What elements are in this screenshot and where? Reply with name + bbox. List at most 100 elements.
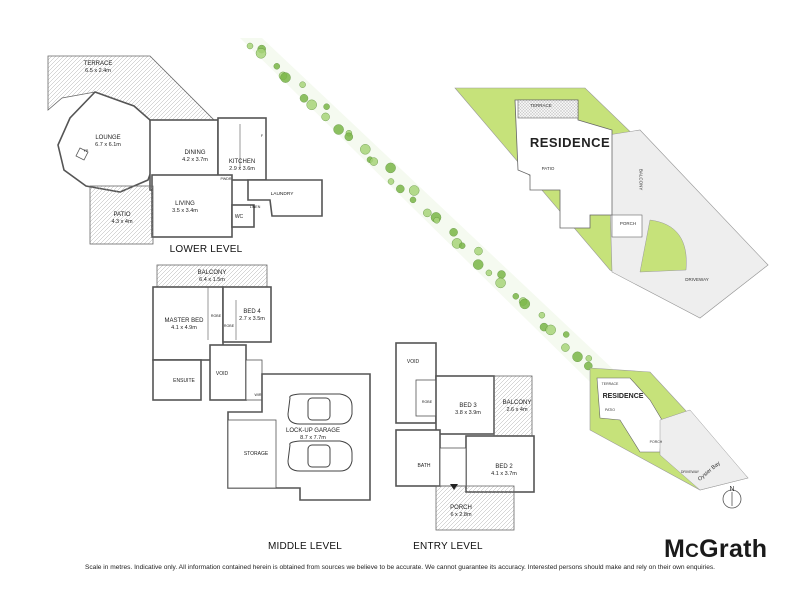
logo-m: M: [664, 535, 686, 563]
room-dining: DINING 4.2 x 3.7m: [182, 150, 208, 163]
tree-icon: [360, 144, 371, 155]
tree-icon: [433, 217, 440, 224]
room-master-bed: MASTER BED 4.1 x 4.9m: [164, 318, 203, 331]
patio-area: [89, 185, 154, 245]
site-terrace-label: TERRACE: [530, 103, 552, 108]
site-small-paving: [659, 409, 749, 491]
site-small-patio-label: PATIO: [605, 408, 615, 412]
kitchen-name: KITCHEN: [228, 159, 256, 165]
car-bottom: [287, 440, 353, 472]
living-name: LIVING: [175, 201, 195, 207]
void-mid-outline: [209, 344, 247, 401]
patio-name: PATIO: [113, 212, 131, 218]
mcgrath-logo: MCGrath: [664, 535, 767, 564]
tree-icon: [572, 351, 583, 363]
terrace-name: TERRACE: [83, 61, 113, 67]
bed4-size: 2.7 x 3.5m: [239, 315, 265, 322]
tree-icon: [369, 157, 379, 166]
balcony-entry-name: BALCONY: [502, 400, 532, 406]
master-bed-name: MASTER BED: [164, 318, 204, 324]
tree-icon: [409, 196, 417, 204]
room-lounge: LOUNGE 6.7 x 6.1m: [95, 135, 121, 148]
tree-icon: [562, 331, 570, 338]
bed2-outline: [465, 435, 535, 493]
site-driveway-label: DRIVEWAY: [685, 277, 709, 282]
wc-outline: [231, 204, 255, 228]
garage-name: LOCK-UP GARAGE: [286, 428, 340, 434]
bed3-size: 3.8 x 3.9m: [455, 409, 481, 416]
site-small-terrace-label: TERRACE: [601, 382, 619, 386]
fireplace-mark: [75, 147, 89, 161]
entry-arrow-icon: [450, 484, 458, 490]
tree-icon: [299, 81, 306, 88]
storage-outline: [227, 419, 277, 489]
wc-name: WC: [234, 214, 244, 220]
bed4-name: BED 4: [243, 309, 261, 315]
site-terrace: [517, 99, 579, 119]
laundry-outline: [247, 179, 323, 217]
tree-icon: [306, 99, 317, 111]
driveway-curve: [639, 219, 687, 273]
tree-icon: [485, 269, 493, 277]
tree-icon: [495, 277, 506, 289]
tree-icon: [458, 242, 466, 249]
site-porch-box: [611, 214, 643, 238]
porch-name: PORCH: [450, 505, 472, 511]
room-garage: LOCK-UP GARAGE 8.7 x 7.7m: [286, 428, 340, 441]
site-house: [514, 99, 613, 229]
tree-icon: [538, 311, 546, 319]
site-balcony-label: BALCONY: [638, 168, 644, 191]
wir-label: WIR: [254, 393, 262, 397]
bed3-name: BED 3: [459, 403, 477, 409]
garage-size: 8.7 x 7.7m: [300, 434, 326, 441]
bed3-outline: [435, 375, 495, 435]
site-patio-label: PATIO: [541, 166, 555, 171]
lower-level-plan: [47, 55, 323, 245]
master-bed-size: 4.1 x 4.9m: [171, 324, 197, 331]
kitchen-size: 2.9 x 3.6m: [229, 165, 255, 172]
living-size: 3.5 x 3.4m: [172, 207, 198, 214]
tree-icon: [246, 42, 254, 50]
logo-rest: Grath: [699, 535, 768, 563]
tree-icon: [423, 208, 432, 218]
robe-label-3: ROBE: [421, 400, 433, 404]
logo-c: C: [685, 541, 700, 562]
balcony-entry-size: 2.6 x 4m: [506, 406, 528, 413]
room-balcony-entry: BALCONY 2.6 x 4m: [503, 400, 532, 413]
site-small-residence-label: RESIDENCE: [602, 393, 644, 400]
car-top: [287, 393, 353, 425]
room-bed3: BED 3 3.8 x 3.9m: [455, 403, 481, 416]
patio-size: 4.3 x 4m: [111, 218, 133, 225]
room-kitchen: KITCHEN 2.9 x 3.6m: [229, 159, 255, 172]
tree-icon: [273, 63, 281, 70]
storage-name: STORAGE: [243, 451, 269, 457]
lounge-size: 6.7 x 6.1m: [95, 141, 121, 148]
room-living: LIVING 3.5 x 3.4m: [172, 201, 198, 214]
porch-size: 6 x 2.8m: [450, 511, 472, 518]
tree-icon: [333, 124, 344, 135]
disclaimer-text: Scale in metres. Indicative only. All in…: [84, 564, 716, 571]
ensuite-name: ENSUITE: [173, 378, 195, 384]
room-terrace: TERRACE 6.5 x 2.4m: [84, 61, 113, 74]
dining-name: DINING: [184, 150, 206, 156]
robe-label-1: ROBE: [210, 314, 222, 318]
bath-outline: [395, 429, 441, 487]
entry-hall: [439, 447, 467, 487]
site-porch-label: PORCH: [619, 221, 637, 226]
middle-level-title: MIDDLE LEVEL: [267, 541, 343, 552]
tree-icon: [472, 259, 484, 270]
north-label: N: [729, 486, 735, 493]
tree-icon: [519, 298, 531, 310]
tree-icon: [387, 178, 395, 185]
laundry-name: LAUNDRY: [270, 192, 294, 197]
tree-icon: [344, 132, 354, 142]
tree-icon: [497, 270, 506, 279]
room-balcony-mid: BALCONY 6.4 x 1.5m: [198, 270, 227, 283]
ensuite-outline: [152, 359, 202, 401]
bed2-size: 4.1 x 3.7m: [491, 470, 517, 477]
tree-icon: [396, 184, 405, 194]
void-mid-name: VOID: [215, 371, 229, 377]
tree-icon: [474, 246, 483, 256]
tree-icon: [385, 162, 396, 174]
